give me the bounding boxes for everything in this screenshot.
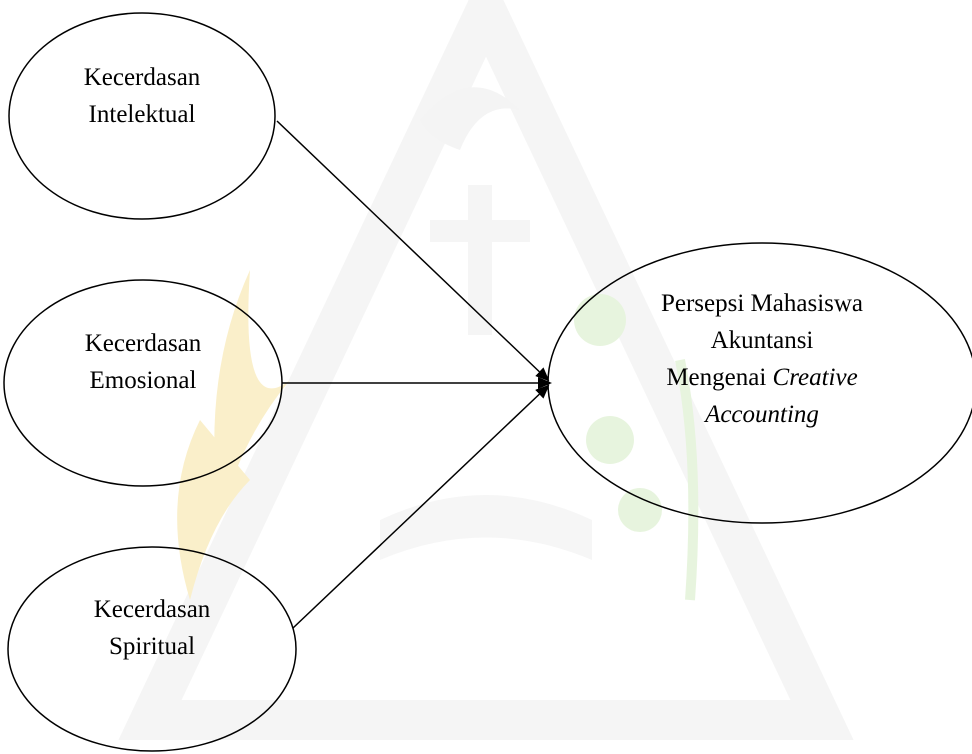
watermark-emblem <box>118 0 854 740</box>
edge-intelektual-to-persepsi <box>276 120 550 382</box>
node-persepsi-line2: Akuntansi <box>710 327 814 354</box>
node-persepsi-line4-italic: Accounting <box>705 401 819 428</box>
watermark-gold-leaf <box>214 270 290 520</box>
node-spiritual-line1: Kecerdasan <box>93 596 211 623</box>
node-persepsi-line3-italic: Creative <box>772 364 858 391</box>
node-intelektual-label: Kecerdasan Intelektual <box>42 59 242 133</box>
edge-spiritual-to-persepsi <box>292 384 550 629</box>
watermark-green-stem <box>675 359 699 601</box>
node-emosional-label: Kecerdasan Emosional <box>43 325 243 399</box>
watermark-cross-horizontal <box>430 220 530 242</box>
node-persepsi-line3-plain: Mengenai <box>666 364 773 391</box>
watermark-green-flower-1 <box>574 294 626 346</box>
node-spiritual-line2: Spiritual <box>108 633 196 660</box>
watermark-green-flower-3 <box>618 488 662 532</box>
node-spiritual-label: Kecerdasan Spiritual <box>52 591 252 665</box>
watermark-gold-leaf-2 <box>177 420 250 600</box>
node-intelektual-line2: Intelektual <box>88 101 196 128</box>
node-intelektual-ellipse <box>8 12 276 220</box>
watermark-dove <box>420 87 520 150</box>
watermark-book <box>380 495 592 560</box>
node-persepsi-label: Persepsi Mahasiswa Akuntansi Mengenai Cr… <box>632 285 892 433</box>
watermark-green-flower-2 <box>586 416 634 464</box>
node-persepsi-line1: Persepsi Mahasiswa <box>660 290 864 317</box>
node-persepsi-line4: Accounting <box>632 396 892 433</box>
watermark-triangle <box>118 0 854 740</box>
node-emosional-line1: Kecerdasan <box>84 330 202 357</box>
node-intelektual-line1: Kecerdasan <box>83 64 201 91</box>
node-emosional-line2: Emosional <box>89 367 197 394</box>
node-persepsi-line3: Mengenai Creative <box>632 359 892 396</box>
watermark-cross-vertical <box>468 185 492 335</box>
node-spiritual-ellipse <box>7 546 297 752</box>
